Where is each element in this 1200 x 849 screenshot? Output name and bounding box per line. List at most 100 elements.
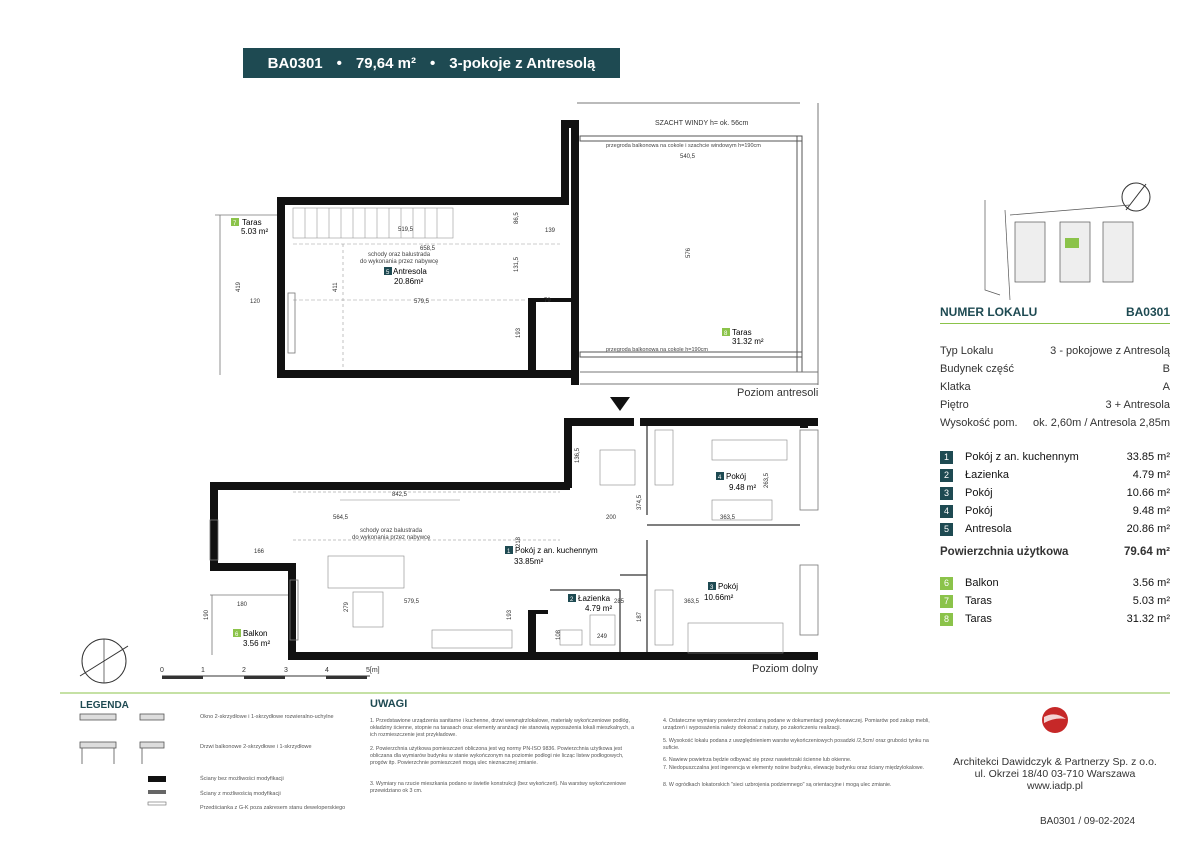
info-value: B [1162, 363, 1170, 375]
dim-label: 419 [236, 281, 242, 292]
room-name: Pokój z an. kuchennym [965, 451, 1079, 463]
dim-label: 136,5 [575, 447, 581, 463]
legend-item: Ściany bez możliwości modyfikacji [200, 776, 284, 782]
room-name: Pokój [965, 505, 993, 517]
outdoor-row: 6 Balkon 3.56 m² [940, 574, 1170, 592]
room-name: Antresola [965, 523, 1012, 535]
room-name: Taras [732, 328, 752, 337]
dim-label: 166 [254, 549, 265, 555]
room-number: 5 [386, 270, 390, 276]
info-code: BA0301 [1125, 305, 1170, 319]
room-number: 3 [710, 585, 714, 591]
room-name: Łazienka [965, 469, 1010, 481]
room-number: 6 [235, 632, 239, 638]
room-number-badge: 5 [940, 522, 953, 536]
info-row: Typ Lokalu 3 - pokojowe z Antresolą [940, 342, 1170, 360]
info-label: Wysokość pom. [940, 417, 1018, 429]
dim-label: 279 [344, 601, 350, 612]
room-row: 1 Pokój z an. kuchennym 33.85 m² [940, 448, 1170, 466]
info-value: 3 - pokojowe z Antresolą [1050, 345, 1170, 357]
info-row: Wysokość pom. ok. 2,60m / Antresola 2,85… [940, 414, 1170, 432]
footer-reference: BA0301 / 09-02-2024 [1040, 816, 1136, 827]
room-area: 9.48 m² [729, 483, 756, 492]
scale-tick: 3 [284, 667, 288, 674]
info-header: NUMER LOKALU BA0301 [940, 305, 1170, 324]
room-area: 31.32 m² [732, 337, 764, 346]
room-number-badge: 4 [940, 504, 953, 518]
plan-bottom: 842,5 564,5 166 579,5 180 218 200 374,5 … [160, 418, 819, 679]
dim-label: 579,5 [414, 299, 430, 305]
dim-label: 218 [516, 536, 522, 547]
scale-tick: 5[m] [366, 667, 380, 674]
room-area: 33.85 m² [1126, 451, 1170, 463]
room-number-badge: 2 [940, 468, 953, 482]
room-name: Taras [965, 613, 992, 625]
dim-label: 180 [237, 602, 248, 608]
room-area: 20.86 m² [1126, 523, 1170, 535]
dim-label: 564,5 [333, 515, 349, 521]
room-area: 4.79 m² [1132, 469, 1170, 481]
note-item: 1. Przedstawione urządzenia sanitarne i … [370, 718, 635, 738]
site-map [984, 200, 1134, 301]
scale-bar: 0 1 2 3 4 5[m] [160, 667, 380, 679]
dim-label: 193 [516, 327, 522, 338]
legend-item: Ściany z możliwością modyfikacji [200, 791, 281, 797]
stairs-note: schody oraz balustrada [360, 528, 423, 534]
room-area: 9.48 m² [1132, 505, 1170, 517]
room-number: 4 [718, 475, 722, 481]
company-logo-icon [1042, 707, 1068, 733]
header-unit-code: BA0301 [267, 54, 323, 72]
room-number: 2 [570, 597, 574, 603]
room-row: 4 Pokój 9.48 m² [940, 502, 1170, 520]
info-value: A [1162, 381, 1170, 393]
dim-label: 842,5 [392, 492, 408, 498]
room-area: 10.66 m² [1126, 487, 1170, 499]
room-area: 10.66m² [704, 593, 734, 602]
room-number-badge: 6 [940, 576, 953, 590]
room-row: 2 Łazienka 4.79 m² [940, 466, 1170, 484]
shaft-label: SZACHT WINDY h= ok. 56cm [655, 120, 748, 127]
room-area: 4.79 m² [585, 604, 612, 613]
level-label-top: Poziom antresoli [737, 387, 818, 399]
compass-icon [1121, 182, 1151, 212]
note-item: 7. Niedopuszczalna jest ingerencja w ele… [663, 765, 925, 771]
dim-label: 658,5 [420, 246, 436, 252]
dim-label: 193 [507, 609, 513, 620]
info-panel: NUMER LOKALU BA0301 Typ Lokalu 3 - pokoj… [940, 305, 1170, 628]
room-name: Antresola [393, 267, 427, 276]
legend-title: LEGENDA [80, 700, 129, 711]
info-row: Piętro 3 + Antresola [940, 396, 1170, 414]
note-item: 6. Nawiew powietrza będzie odbywać się p… [663, 757, 852, 763]
dim-label: 249 [597, 634, 608, 640]
room-number-badge: 1 [940, 450, 953, 464]
company-info: Architekci Dawidczyk & Partnerzy Sp. z o… [940, 756, 1170, 792]
info-value: 3 + Antresola [1105, 399, 1170, 411]
scale-tick: 4 [325, 667, 329, 674]
usable-area-row: Powierzchnia użytkowa 79.64 m² [940, 546, 1170, 558]
note-item: 3. Wymiary na rzucie mieszkania podano w… [370, 781, 627, 794]
company-website: www.iadp.pl [1026, 780, 1084, 792]
dim-label: 285 [614, 599, 625, 605]
usable-area-value: 79.64 m² [1123, 546, 1170, 558]
info-label: Klatka [940, 381, 971, 393]
stairs-note: do wykonania przez nabywcę [352, 535, 431, 541]
room-area: 3.56 m² [1132, 577, 1170, 589]
company-name: Architekci Dawidczyk & Partnerzy Sp. z o… [953, 756, 1157, 768]
room-number-badge: 7 [940, 594, 953, 608]
scale-tick: 1 [201, 667, 205, 674]
legend-symbols [79, 713, 167, 806]
room-number: 1 [507, 549, 511, 555]
level-label-bottom: Poziom dolny [752, 663, 819, 675]
room-name: Łazienka [578, 594, 611, 603]
dim-label: 139 [545, 228, 556, 234]
room-area: 3.56 m² [243, 639, 270, 648]
room-name: Pokój z an. kuchennym [515, 546, 598, 555]
room-area: 5.03 m² [241, 227, 268, 236]
header-banner: BA0301 • 79,64 m² • 3-pokoje z Antresolą [243, 48, 620, 78]
note-item: 2. Powierzchnia użytkowa pomieszczeń obl… [370, 746, 624, 766]
room-number: 8 [724, 331, 728, 337]
dim-label: 190 [204, 609, 210, 620]
notes-title: UWAGI [370, 698, 408, 710]
partition-label: przegroda balkonowa na cokole i szachcie… [606, 143, 761, 149]
